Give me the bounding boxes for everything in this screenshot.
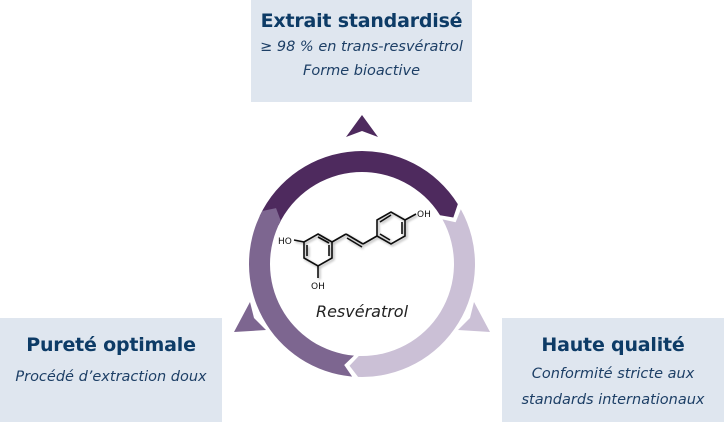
arc-segment-right: [349, 209, 475, 377]
box-title: Haute qualité: [541, 334, 685, 356]
double-bond: [379, 233, 391, 241]
arrow-down-right-icon: [458, 302, 490, 332]
box-line: Forme bioactive: [302, 63, 420, 79]
hydroxyl-label-oh-bottom: OH: [311, 282, 325, 292]
feature-box-optimal-purity: Pureté optimale Procédé d’extraction dou…: [0, 318, 222, 422]
double-bond: [379, 214, 392, 223]
compound-name: Resvératrol: [315, 302, 409, 321]
hydroxyl-label-ho: HO: [278, 237, 292, 247]
box-line: standards internationaux: [521, 392, 705, 408]
double-bond: [317, 236, 330, 244]
feature-box-standardized-extract: Extrait standardisé ≥ 98 % en trans-resv…: [251, 0, 472, 102]
direction-arrows: [234, 115, 490, 332]
arc-segment-top: [259, 150, 458, 226]
feature-box-high-quality: Haute qualité Conformité stricte aux sta…: [502, 318, 724, 422]
box-line: Conformité stricte aux: [531, 366, 695, 382]
left-benzene-ring: [303, 233, 333, 267]
vinyl-bond: [345, 233, 364, 245]
arc-segment-left: [248, 208, 354, 377]
box-title: Extrait standardisé: [260, 10, 463, 32]
right-benzene-ring: [376, 211, 406, 245]
box-line: Procédé d’extraction doux: [15, 369, 207, 385]
cycle-ring: [248, 150, 475, 377]
resveratrol-structure-icon: [293, 211, 417, 278]
box-title: Pureté optimale: [26, 334, 196, 356]
vinyl-double-bond: [346, 237, 363, 248]
arrow-up-icon: [346, 115, 378, 137]
vinyl-bond: [362, 235, 378, 245]
oh-bond: [404, 213, 417, 221]
hydroxyl-label-oh-right: OH: [417, 210, 431, 220]
box-line: ≥ 98 % en trans-resvératrol: [260, 39, 463, 55]
vinyl-bond: [331, 233, 347, 243]
arrow-down-left-icon: [234, 302, 266, 332]
ho-bond: [293, 239, 305, 243]
